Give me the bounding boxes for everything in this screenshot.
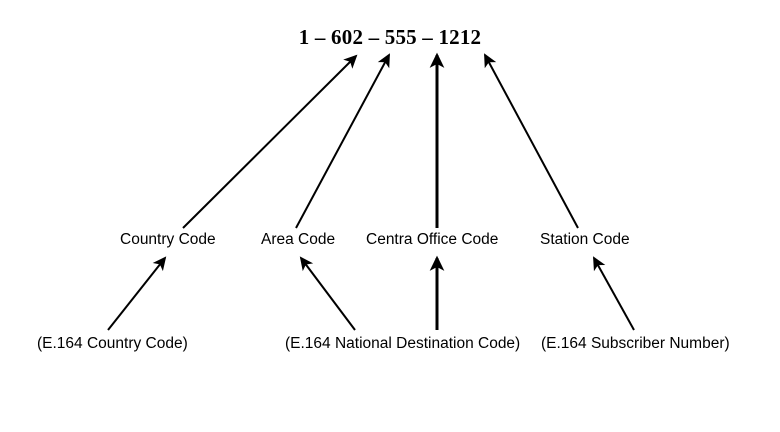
e164-label-subscriber-number: (E.164 Subscriber Number) xyxy=(541,335,730,352)
e164-ndc-to-area-code xyxy=(299,256,356,331)
e164-label-country-code: (E.164 Country Code) xyxy=(37,335,188,352)
tier-label-station-code: Station Code xyxy=(540,231,630,248)
arrows-to-tier-labels xyxy=(107,255,635,331)
e164-label-national-destination-code: (E.164 National Destination Code) xyxy=(285,335,521,352)
station-code-to-number xyxy=(484,53,579,229)
tier-label-area-code: Area Code xyxy=(261,231,336,248)
tier-label-central-office-code: Centra Office Code xyxy=(366,231,499,248)
area-code-to-number xyxy=(295,53,390,229)
e164-country-code-to-country-code xyxy=(107,256,167,331)
phone-number-text: 1 – 602 – 555 – 1212 xyxy=(298,25,482,49)
arrows-to-phone-number xyxy=(182,52,579,229)
e164-subscriber-number-to-station-code xyxy=(593,256,635,331)
country-code-to-number xyxy=(182,54,358,229)
tier-label-country-code: Country Code xyxy=(120,231,216,248)
